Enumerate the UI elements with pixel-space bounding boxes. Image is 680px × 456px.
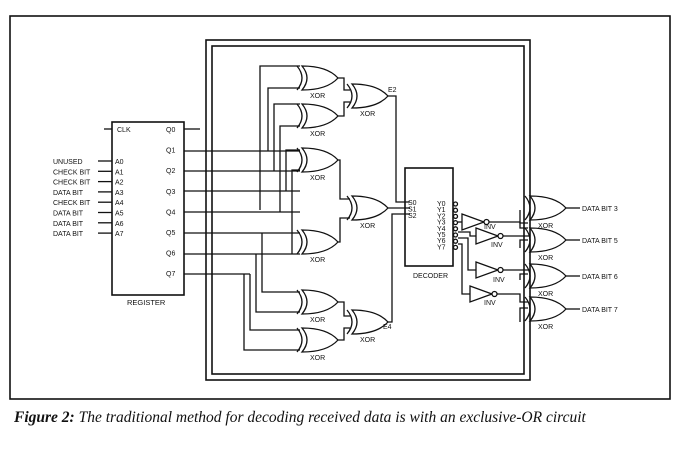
inv-label: INV (484, 300, 496, 307)
xor-gate-8: XOR (346, 195, 389, 230)
xor-gate-3: XOR (296, 147, 339, 182)
decoder-output-pin: Y0 (437, 201, 446, 208)
register-output-pin: Q3 (166, 189, 175, 196)
figure-frame (9, 15, 671, 400)
register-input-pin: A6 (115, 221, 124, 228)
register-input-pin: A2 (115, 180, 124, 187)
xor-label: XOR (360, 111, 375, 118)
bus-wires (184, 65, 300, 351)
xor-label: XOR (310, 317, 325, 324)
decoder-output-pin: Y6 (437, 238, 446, 245)
register-input-signal: DATA BIT (53, 221, 84, 228)
xor-label: XOR (310, 93, 325, 100)
register-input-pin: A5 (115, 211, 124, 218)
output-label: DATA BIT 6 (582, 274, 618, 281)
output-label: DATA BIT 5 (582, 238, 618, 245)
decoder-output-pin: Y3 (437, 220, 446, 227)
decoder-output-pin: Y5 (437, 232, 446, 239)
xor-gate-7: XOR (346, 83, 389, 118)
caption-text: The traditional method for decoding rece… (74, 409, 586, 426)
xor-gate-out-1: XOR (524, 195, 567, 230)
inverter-4: INV (469, 285, 498, 307)
xor-label: XOR (538, 324, 553, 331)
gate-wires (338, 77, 410, 341)
decoder-name: DECODER (413, 273, 448, 280)
register-output-pin: Q4 (166, 209, 175, 216)
xor-label: XOR (310, 131, 325, 138)
xor-label: XOR (538, 255, 553, 262)
xor-gate-4: XOR (296, 229, 339, 264)
decoder-select-pin: S1 (408, 207, 417, 214)
register-output-pin: Q0 (166, 127, 175, 134)
inv-label: INV (491, 242, 503, 249)
register-input-pin: A0 (115, 159, 124, 166)
figure-caption: Figure 2: The traditional method for dec… (14, 409, 664, 426)
inverter-wires (458, 210, 530, 322)
xor-label: XOR (310, 175, 325, 182)
register-input-signal: CHECK BIT (53, 200, 91, 207)
output-label: DATA BIT 3 (582, 206, 618, 213)
xor-gate-out-2: XOR (524, 227, 567, 262)
register-input-signal: DATA BIT (53, 231, 84, 238)
register-output-pin: Q6 (166, 251, 175, 258)
register-input-signal: UNUSED (53, 159, 83, 166)
decoder-output-pin: Y7 (437, 244, 446, 251)
xor-label: XOR (310, 355, 325, 362)
register-input-signal: CHECK BIT (53, 169, 91, 176)
decoder-select-pin: S0 (408, 200, 417, 207)
xor-label: XOR (310, 257, 325, 264)
decoder-output-pin: Y1 (437, 207, 446, 214)
inverter-3: INV (475, 261, 505, 284)
xor-gate-6: XOR (296, 327, 339, 362)
xor-gate-9: XOR (346, 309, 389, 344)
xor-gate-1: XOR (296, 65, 339, 100)
xor-label: XOR (360, 337, 375, 344)
xor-label: XOR (538, 291, 553, 298)
output-label: DATA BIT 7 (582, 307, 618, 314)
xor-gate-5: XOR (296, 289, 339, 324)
register-input-signal: DATA BIT (53, 190, 84, 197)
decoder-select-pin: S2 (408, 213, 417, 220)
decoder-output-pin: Y2 (437, 213, 446, 220)
register-input-pin: A1 (115, 169, 124, 176)
register-input-pin: A4 (115, 200, 124, 207)
register-output-pin: Q1 (166, 148, 175, 155)
xor-gate-out-4: XOR (524, 296, 567, 331)
xor-label: XOR (538, 223, 553, 230)
xor-gate-out-3: XOR (524, 263, 567, 298)
inner-frame-inner (211, 45, 525, 375)
error-label-e4: E4 (383, 324, 392, 331)
error-label-e2: E2 (388, 87, 397, 94)
register-output-pin: Q2 (166, 168, 175, 175)
register-clk-label: CLK (117, 127, 131, 134)
register-input-pin: A3 (115, 190, 124, 197)
register-output-pin: Q7 (166, 271, 175, 278)
register-name: REGISTER (127, 298, 166, 307)
inverter-2: INV (475, 227, 504, 249)
xor-gate-2: XOR (296, 103, 339, 138)
register-input-signal: CHECK BIT (53, 180, 91, 187)
register-input-pin: A7 (115, 231, 124, 238)
xor-label: XOR (360, 223, 375, 230)
caption-label: Figure 2: (14, 409, 75, 426)
inv-label: INV (493, 277, 505, 284)
register-input-signal: DATA BIT (53, 211, 84, 218)
register-output-pin: Q5 (166, 230, 175, 237)
inv-label: INV (484, 224, 496, 231)
decoder-output-pin: Y4 (437, 226, 446, 233)
